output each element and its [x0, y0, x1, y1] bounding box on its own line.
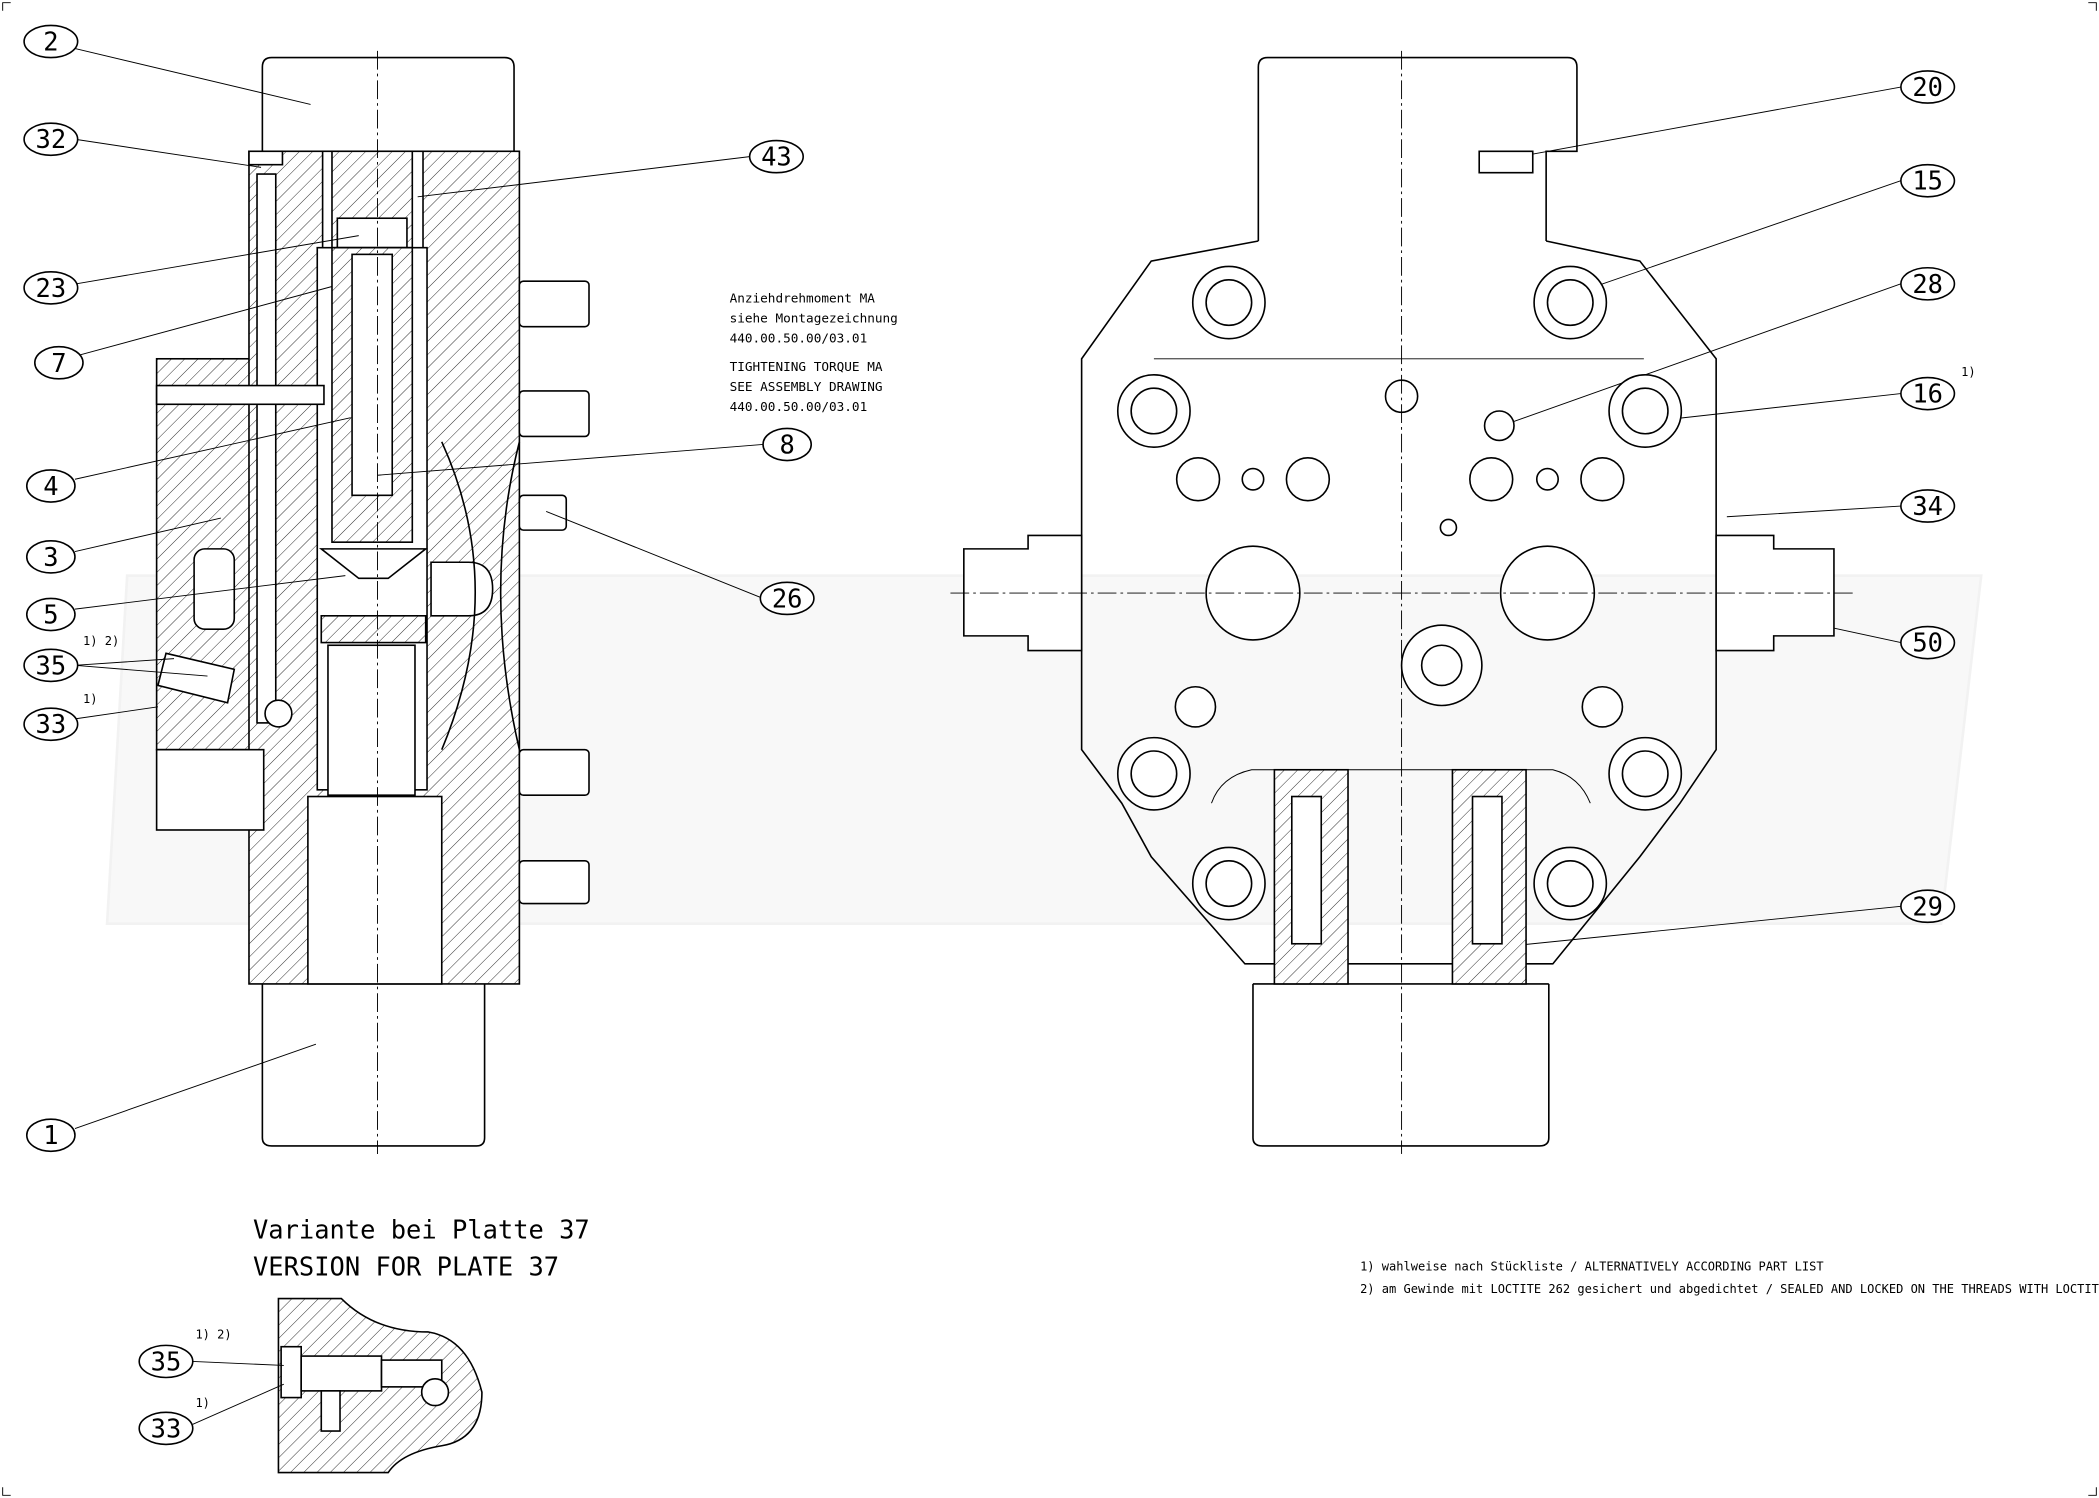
- part-35-plug: [156, 652, 236, 704]
- svg-text:siehe Montagezeichnung: siehe Montagezeichnung: [730, 311, 898, 326]
- right-front-view: [950, 50, 1855, 1154]
- torque-note: Anziehdrehmoment MA siehe Montagezeichnu…: [730, 291, 898, 414]
- svg-text:34: 34: [1912, 491, 1943, 521]
- screws: [1116, 265, 1683, 921]
- svg-text:2: 2: [43, 27, 58, 57]
- svg-text:440.00.50.00/03.01: 440.00.50.00/03.01: [730, 399, 868, 414]
- svg-text:1: 1: [43, 1120, 58, 1150]
- svg-text:50: 50: [1912, 628, 1943, 658]
- footnotes: 1) wahlweise nach Stückliste / ALTERNATI…: [1360, 1259, 2099, 1296]
- balloon-43: 43: [748, 139, 804, 174]
- balloon-7: 7: [34, 345, 84, 380]
- balloon-23: 23: [23, 270, 79, 305]
- balloon-20: 20: [1900, 70, 1956, 104]
- svg-text:16: 16: [1912, 379, 1943, 409]
- balloon-16: 16: [1900, 376, 1956, 411]
- svg-text:15: 15: [1912, 166, 1943, 196]
- balloon-26: 26: [759, 581, 815, 616]
- footnote-mark-33-variant: 1): [195, 1396, 210, 1410]
- balloon-4: 4: [25, 469, 76, 503]
- svg-text:2) am Gewinde mit LOCTITE 262: 2) am Gewinde mit LOCTITE 262 gesichert …: [1360, 1282, 2099, 1296]
- balloon-29: 29: [1900, 889, 1956, 924]
- svg-text:5: 5: [43, 599, 58, 629]
- balloon-50: 50: [1900, 625, 1956, 660]
- svg-text:33: 33: [36, 709, 67, 739]
- left-section-view: [155, 50, 590, 1154]
- balloon-33-variant: 33: [138, 1411, 194, 1446]
- balloon-33: 33: [23, 707, 79, 742]
- variant-title-en: VERSION FOR PLATE 37: [253, 1252, 559, 1282]
- balloon-35-variant: 35: [138, 1344, 194, 1379]
- part-1-bottom: [261, 983, 486, 1147]
- svg-text:33: 33: [151, 1413, 182, 1443]
- svg-text:29: 29: [1912, 891, 1943, 921]
- balloon-5: 5: [25, 597, 76, 632]
- svg-text:TIGHTENING TORQUE MA: TIGHTENING TORQUE MA: [730, 359, 883, 374]
- svg-text:4: 4: [43, 471, 58, 501]
- svg-text:23: 23: [36, 273, 67, 303]
- balloon-3: 3: [25, 540, 76, 574]
- balloon-15: 15: [1900, 163, 1956, 198]
- svg-text:26: 26: [772, 583, 803, 613]
- balloon-8: 8: [762, 427, 813, 462]
- leader-lines-left: [73, 47, 764, 1129]
- balloon-28: 28: [1900, 266, 1956, 301]
- svg-text:3: 3: [43, 542, 58, 572]
- bolts-right: [518, 280, 590, 905]
- part-2-top: [261, 56, 515, 152]
- balloon-32: 32: [23, 122, 79, 157]
- variant-detail: Variante bei Platte 37 VERSION FOR PLATE…: [138, 1214, 590, 1474]
- footnote-mark-16: 1): [1961, 365, 1976, 379]
- balloon-34: 34: [1900, 489, 1956, 523]
- svg-text:SEE ASSEMBLY DRAWING: SEE ASSEMBLY DRAWING: [730, 379, 883, 394]
- balloon-2: 2: [23, 24, 79, 59]
- svg-text:35: 35: [151, 1346, 182, 1376]
- balloons: 2 32 23 7 4 3 5 35 1) 2) 33 1) 1 43 8 26…: [23, 24, 1976, 1153]
- footnote-mark-35-variant: 1) 2): [195, 1328, 231, 1342]
- svg-text:Anziehdrehmoment MA: Anziehdrehmoment MA: [730, 291, 876, 306]
- variant-title-de: Variante bei Platte 37: [253, 1214, 590, 1244]
- svg-text:8: 8: [779, 429, 794, 459]
- balloon-1: 1: [25, 1118, 76, 1153]
- svg-text:35: 35: [36, 650, 67, 680]
- svg-text:440.00.50.00/03.01: 440.00.50.00/03.01: [730, 331, 868, 346]
- svg-text:28: 28: [1912, 269, 1943, 299]
- svg-text:43: 43: [761, 142, 792, 172]
- balloon-35: 35: [23, 648, 79, 683]
- footnote-mark-35: 1) 2): [83, 634, 119, 648]
- svg-text:20: 20: [1912, 72, 1943, 102]
- svg-text:32: 32: [36, 124, 67, 154]
- svg-text:7: 7: [51, 348, 66, 378]
- svg-text:1) wahlweise nach Stückliste /: 1) wahlweise nach Stückliste / ALTERNATI…: [1360, 1259, 1824, 1273]
- leader-lines-right: [1501, 86, 1902, 947]
- footnote-mark-33: 1): [83, 692, 97, 706]
